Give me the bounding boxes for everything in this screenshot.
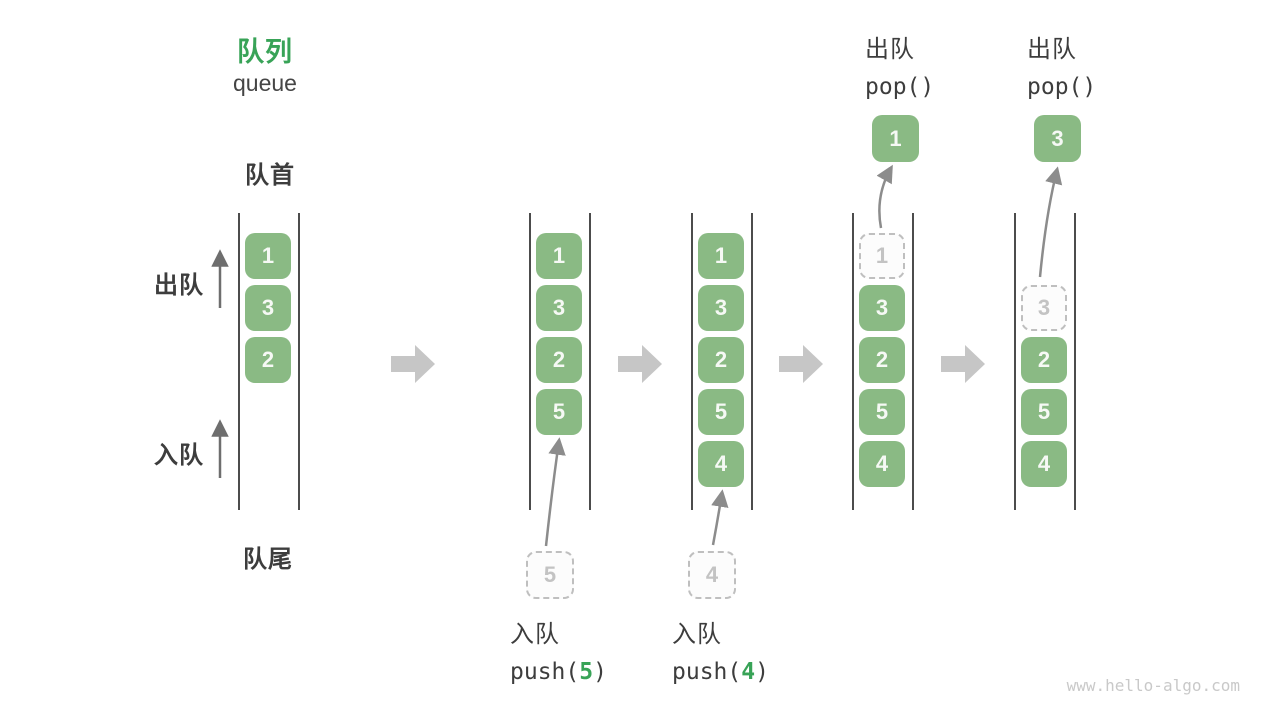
queue-slot-box: 3 bbox=[536, 285, 582, 331]
popped-element-box: 3 bbox=[1034, 115, 1081, 162]
queue-wall-left bbox=[529, 213, 531, 510]
op-enqueue-arg: 5 bbox=[579, 659, 594, 685]
queue-slot-box: 5 bbox=[1021, 389, 1067, 435]
queue-wall-left bbox=[691, 213, 693, 510]
state-transition-arrow bbox=[391, 345, 435, 383]
op-dequeue-func: pop() bbox=[1027, 74, 1097, 100]
queue-wall-left bbox=[1014, 213, 1016, 510]
state-transition-arrow bbox=[779, 345, 823, 383]
op-enqueue-name: 入队 bbox=[672, 621, 722, 648]
pushed-element-box: 4 bbox=[688, 551, 736, 599]
watermark: www.hello-algo.com bbox=[1066, 676, 1240, 695]
op-enqueue-arg: 4 bbox=[741, 659, 756, 685]
enqueue-move-arrow bbox=[711, 489, 729, 546]
state-transition-arrow bbox=[618, 345, 662, 383]
op-label-dequeue: 出队 pop() bbox=[1027, 29, 1096, 100]
op-enqueue-name: 入队 bbox=[510, 621, 560, 648]
queue-wall-right bbox=[298, 213, 300, 510]
diagram-title-zh: 队列 bbox=[237, 37, 293, 67]
queue-wall-right bbox=[1074, 213, 1076, 510]
enqueue-move-arrow bbox=[544, 437, 566, 547]
queue-wall-left bbox=[238, 213, 240, 510]
op-enqueue-func: push(5) bbox=[510, 659, 607, 685]
queue-wall-right bbox=[751, 213, 753, 510]
queue-slot-box: 4 bbox=[1021, 441, 1067, 487]
queue-slot-box: 4 bbox=[859, 441, 905, 487]
queue-wall-left bbox=[852, 213, 854, 510]
queue-slot-box: 3 bbox=[698, 285, 744, 331]
queue-wall-right bbox=[589, 213, 591, 510]
queue-slot-box: 3 bbox=[859, 285, 905, 331]
queue-slot-box-ghost: 1 bbox=[859, 233, 905, 279]
queue-slot-box: 2 bbox=[859, 337, 905, 383]
state-transition-arrow bbox=[941, 345, 985, 383]
op-label-enqueue: 入队 push(5) bbox=[510, 614, 607, 685]
queue-slot-box: 1 bbox=[245, 233, 291, 279]
queue-slot-box: 2 bbox=[698, 337, 744, 383]
queue-slot-box-ghost: 3 bbox=[1021, 285, 1067, 331]
queue-slot-box: 1 bbox=[536, 233, 582, 279]
queue-slot-box: 4 bbox=[698, 441, 744, 487]
queue-slot-box: 2 bbox=[245, 337, 291, 383]
queue-slot-box: 1 bbox=[698, 233, 744, 279]
queue-slot-box: 3 bbox=[245, 285, 291, 331]
label-dequeue-side: 出队 bbox=[154, 272, 204, 299]
dequeue-move-arrow bbox=[876, 164, 893, 229]
op-enqueue-func: push(4) bbox=[672, 659, 769, 685]
queue-slot-box: 5 bbox=[859, 389, 905, 435]
queue-slot-box: 2 bbox=[1021, 337, 1067, 383]
op-dequeue-func: pop() bbox=[865, 74, 935, 100]
queue-slot-box: 5 bbox=[536, 389, 582, 435]
popped-element-box: 1 bbox=[872, 115, 919, 162]
dequeue-move-arrow bbox=[1038, 166, 1063, 278]
op-dequeue-name: 出队 bbox=[1027, 36, 1077, 63]
label-queue-rear: 队尾 bbox=[243, 546, 293, 573]
op-label-dequeue: 出队 pop() bbox=[865, 29, 934, 100]
pushed-element-box: 5 bbox=[526, 551, 574, 599]
queue-slot-box: 5 bbox=[698, 389, 744, 435]
queue-wall-right bbox=[912, 213, 914, 510]
op-dequeue-name: 出队 bbox=[865, 36, 915, 63]
op-label-enqueue: 入队 push(4) bbox=[672, 614, 769, 685]
label-enqueue-side: 入队 bbox=[154, 442, 204, 469]
queue-slot-box: 2 bbox=[536, 337, 582, 383]
diagram-title-en: queue bbox=[233, 70, 297, 96]
label-queue-front: 队首 bbox=[245, 162, 295, 189]
